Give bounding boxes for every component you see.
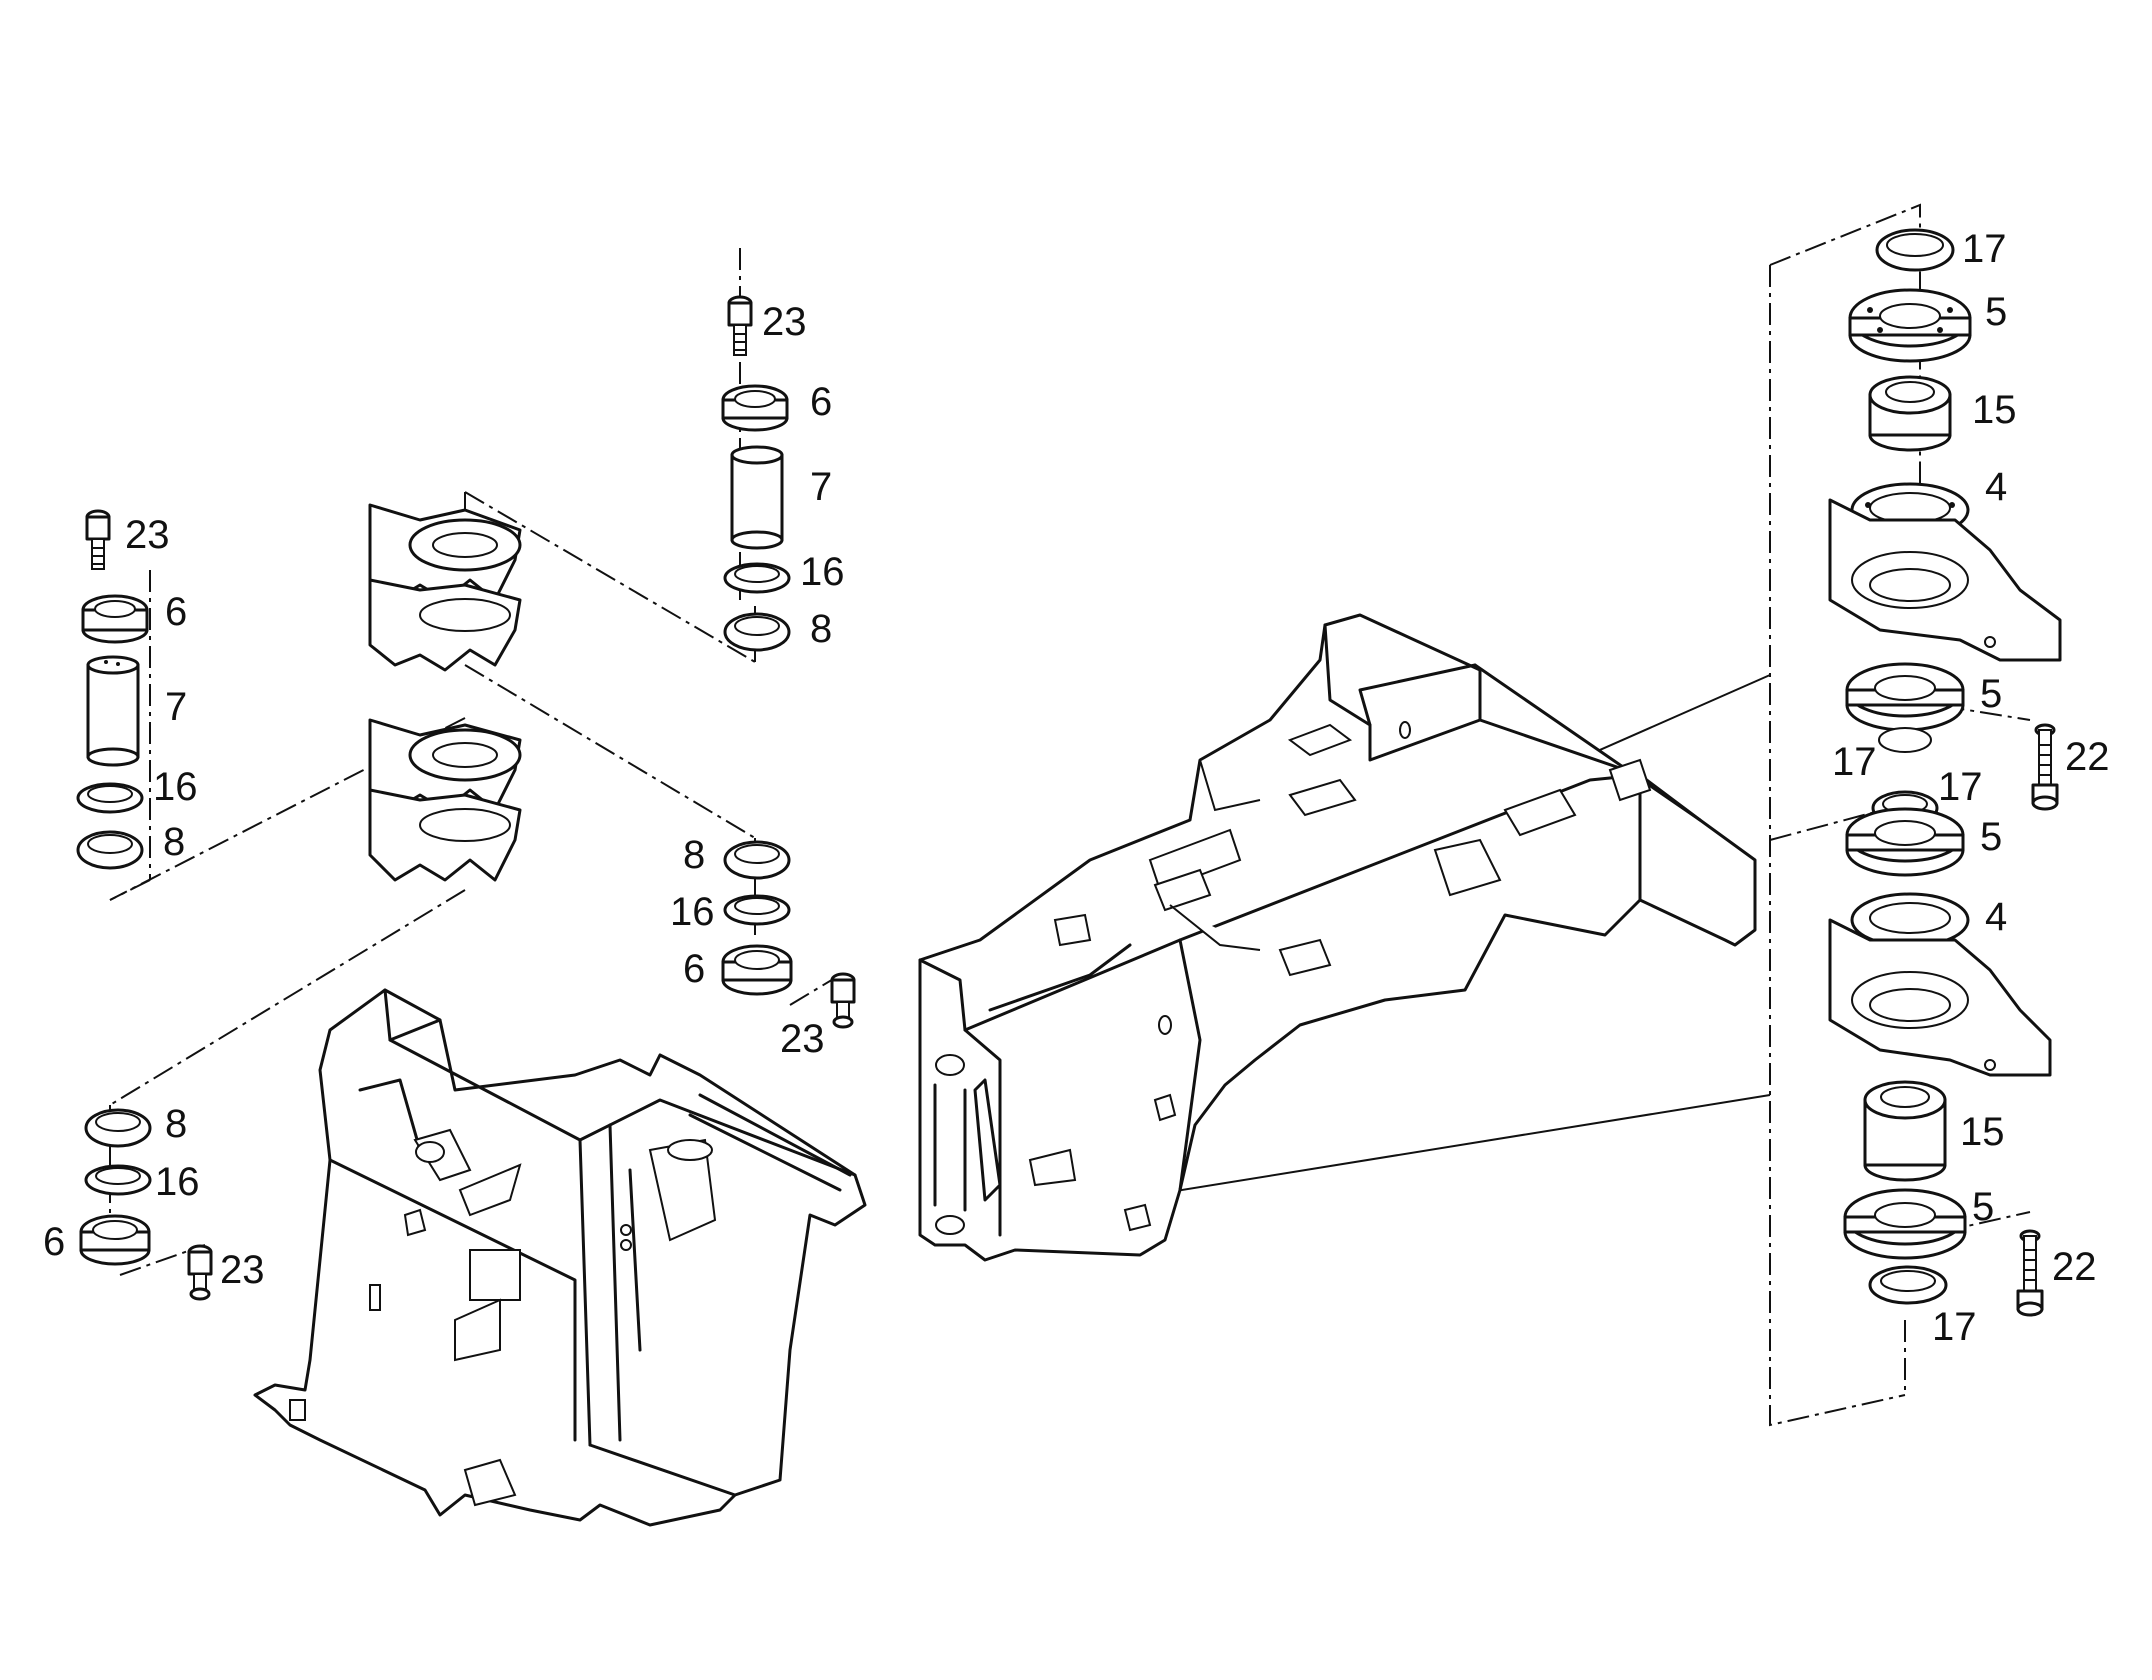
ring-icon — [1850, 892, 1970, 948]
callout-label: 6 — [165, 590, 187, 634]
bolt-icon — [2016, 1229, 2044, 1317]
callout-label: 23 — [125, 513, 170, 557]
callout-label: 15 — [1960, 1110, 2005, 1154]
callout-label: 16 — [155, 1160, 200, 1204]
cap-icon — [79, 1214, 151, 1266]
bolt-icon — [830, 972, 856, 1029]
callout-label: 22 — [2052, 1245, 2097, 1289]
callout-label: 16 — [670, 890, 715, 934]
callout-label: 8 — [810, 607, 832, 651]
ring-icon — [723, 612, 791, 652]
ring-icon — [723, 562, 791, 594]
callout-label: 8 — [683, 833, 705, 877]
callout-label: 17 — [1932, 1305, 1977, 1349]
callout-label: 5 — [1972, 1185, 1994, 1229]
callout-label: 23 — [780, 1017, 825, 1061]
ring-icon — [84, 1108, 152, 1148]
center-lower-stack — [721, 840, 856, 1029]
center-top-stack — [721, 295, 791, 652]
callout-label: 16 — [800, 550, 845, 594]
callout-label: 5 — [1985, 290, 2007, 334]
right-stack — [1828, 228, 2062, 1317]
sleeve-icon — [86, 655, 140, 767]
callout-label: 6 — [683, 947, 705, 991]
front-chassis — [253, 988, 867, 1527]
bearing-icon — [1863, 1080, 1947, 1182]
left-stack — [76, 509, 149, 870]
callout-label: 4 — [1985, 465, 2007, 509]
callout-label: 23 — [762, 300, 807, 344]
callout-label: 16 — [153, 765, 198, 809]
ring-icon — [1875, 228, 1955, 272]
cap-icon — [721, 384, 789, 432]
bolt-icon — [727, 295, 753, 356]
callout-labels: 23 6 7 16 8 23 6 7 16 8 8 16 6 23 8 16 6… — [43, 227, 2110, 1349]
callout-label: 17 — [1938, 765, 1983, 809]
callout-label: 17 — [1962, 227, 2007, 271]
flange-icon — [1848, 288, 1972, 363]
callout-label: 6 — [810, 380, 832, 424]
callout-label: 23 — [220, 1248, 265, 1292]
ring-icon — [723, 840, 791, 880]
ring-icon — [1868, 1265, 1948, 1305]
callout-label: 6 — [43, 1220, 65, 1264]
flange-icon — [1843, 1188, 1967, 1260]
bolt-icon — [187, 1244, 213, 1301]
pivot-plates — [368, 503, 522, 882]
flange-icon — [1845, 807, 1965, 877]
lower-left-stack — [79, 1108, 213, 1301]
callout-label: 7 — [810, 465, 832, 509]
ring-icon — [723, 894, 791, 926]
housing-plate — [1828, 918, 2052, 1077]
callout-label: 8 — [165, 1102, 187, 1146]
ring-icon — [76, 782, 144, 814]
sleeve-icon — [730, 445, 784, 550]
rear-frame — [918, 613, 1757, 1262]
callout-label: 5 — [1980, 672, 2002, 716]
cap-icon — [721, 944, 793, 996]
callout-label: 4 — [1985, 895, 2007, 939]
callout-label: 15 — [1972, 388, 2017, 432]
cap-icon — [81, 594, 149, 644]
ring-icon — [84, 1164, 152, 1196]
callout-label: 22 — [2065, 735, 2110, 779]
bolt-icon — [2031, 723, 2059, 811]
callout-label: 17 — [1832, 740, 1877, 784]
bolt-icon — [85, 509, 111, 570]
ring-icon — [76, 830, 144, 870]
callout-label: 8 — [163, 820, 185, 864]
callout-label: 5 — [1980, 815, 2002, 859]
housing-plate — [1828, 498, 2062, 662]
flange-icon — [1845, 662, 1965, 753]
callout-label: 7 — [165, 685, 187, 729]
bearing-icon — [1868, 375, 1952, 452]
